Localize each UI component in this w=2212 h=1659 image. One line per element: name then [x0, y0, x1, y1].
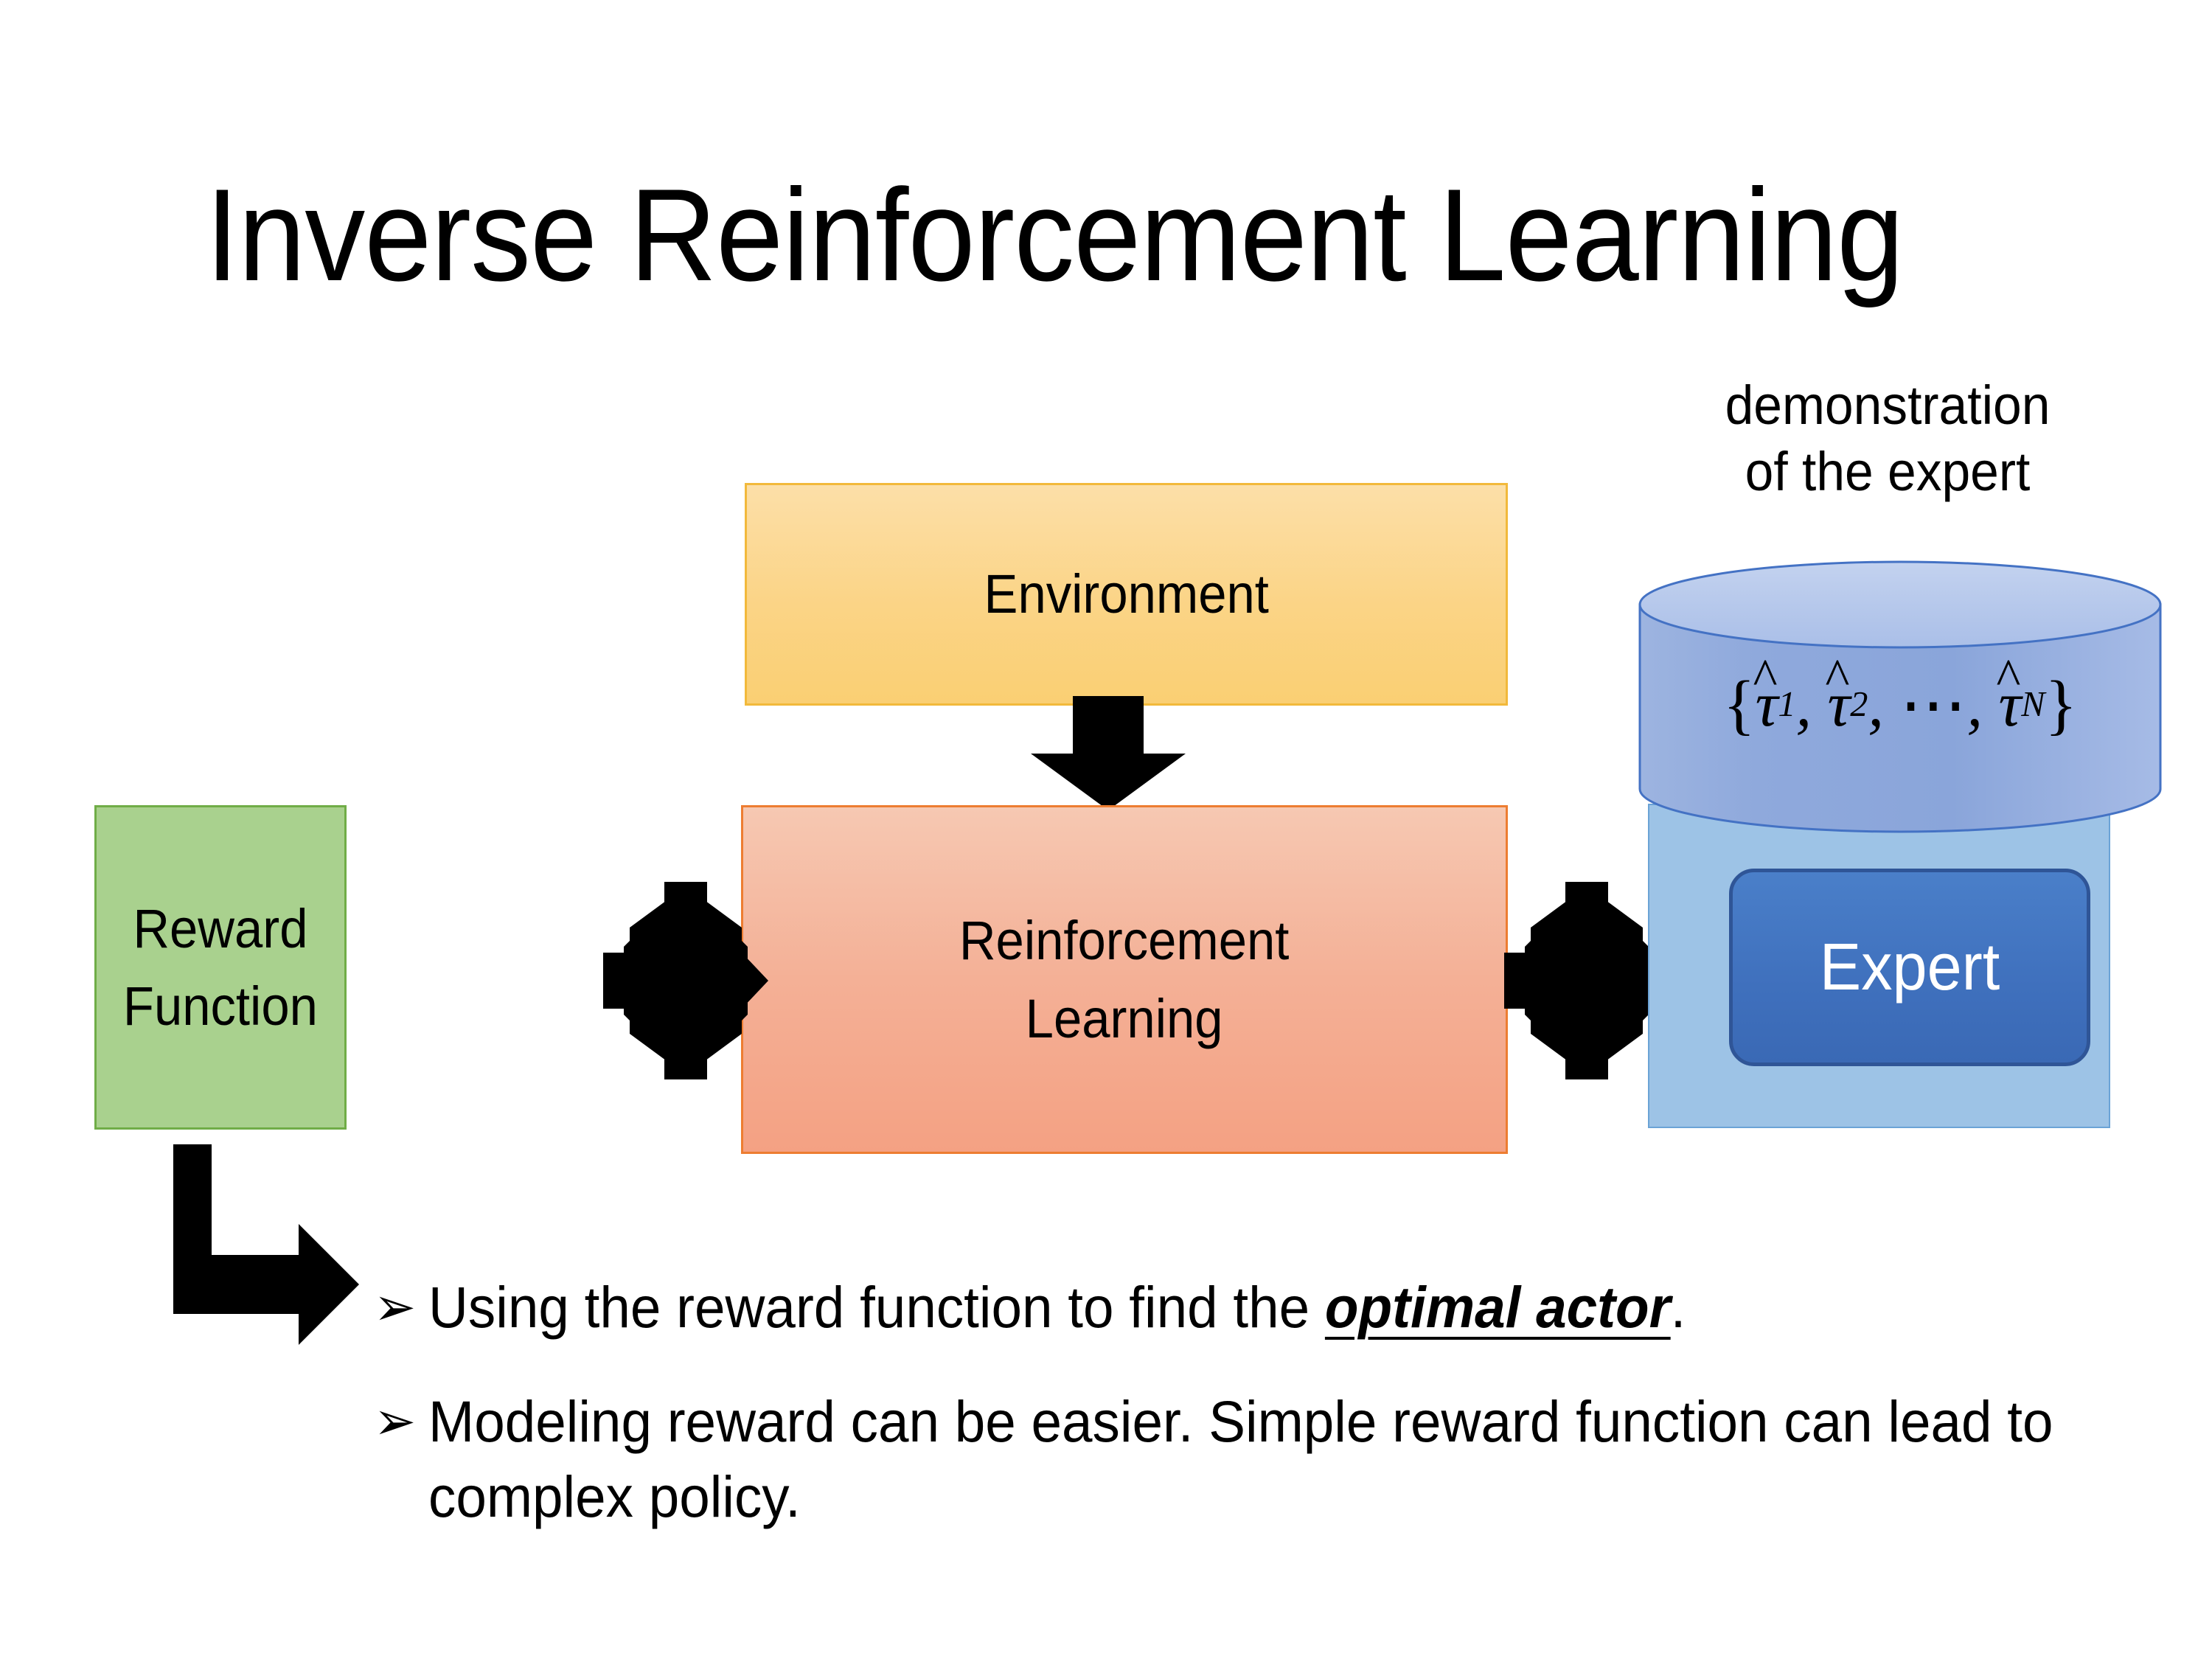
formula-hat-n: ^ — [1996, 648, 2021, 706]
formula-comma-1: , — [1795, 669, 1812, 740]
formula-ellipsis: ⋯ — [1899, 667, 1967, 742]
environment-box[interactable]: Environment — [745, 483, 1508, 706]
reinforcement-learning-box[interactable]: Reinforcement Learning — [741, 805, 1508, 1154]
trajectory-database-cylinder-icon — [1638, 560, 2162, 833]
bullet-text-1: Using the reward function to find the op… — [428, 1270, 2069, 1346]
bullet-2-pre: Modeling reward can be easier. Simple re… — [428, 1388, 2053, 1530]
bullet-1-post: . — [1670, 1274, 1686, 1340]
list-item: ➢ Modeling reward can be easier. Simple … — [372, 1384, 2164, 1535]
rl-label-line2: Learning — [1026, 987, 1223, 1049]
reinforcement-learning-box-label: Reinforcement Learning — [959, 902, 1290, 1057]
formula-sub-2: 2 — [1850, 684, 1868, 724]
formula-tau-n: ^τ — [1996, 652, 2022, 741]
formula-sub-n: N — [2021, 684, 2045, 724]
reward-function-box-label: Reward Function — [123, 890, 318, 1045]
environment-box-label: Environment — [984, 563, 1269, 625]
reward-label-line2: Function — [123, 975, 318, 1037]
page-title: Inverse Reinforcement Learning — [205, 161, 1905, 308]
formula-sub-1: 1 — [1778, 684, 1796, 724]
arrow-rl-to-expert-icon — [1504, 882, 1669, 1079]
expert-box-label: Expert — [1819, 930, 2000, 1004]
rl-label-line1: Reinforcement — [959, 910, 1290, 972]
bullet-1-pre: Using the reward function to find the — [428, 1274, 1325, 1340]
formula-close-brace: } — [2045, 667, 2078, 742]
reward-function-box[interactable]: Reward Function — [94, 805, 347, 1130]
formula-open-brace: { — [1722, 667, 1756, 742]
expert-box[interactable]: Expert — [1729, 869, 2090, 1066]
bullet-list: ➢ Using the reward function to find the … — [372, 1270, 2164, 1573]
bullet-1-emphasis: optimal actor — [1324, 1274, 1671, 1340]
formula-comma-2: , — [1868, 669, 1884, 740]
bullet-marker-icon: ➢ — [373, 1391, 417, 1451]
bullet-text-2: Modeling reward can be easier. Simple re… — [428, 1384, 2069, 1535]
arrow-reward-to-bullets-icon — [173, 1144, 387, 1358]
formula-tau-2: ^τ — [1825, 652, 1851, 741]
reward-label-line1: Reward — [133, 897, 308, 959]
formula-hat-2: ^ — [1825, 648, 1850, 706]
demonstration-caption: demonstration of the expert — [1638, 372, 2138, 506]
formula-tau-glyph-2: τ — [1827, 669, 1851, 740]
formula-hat-1: ^ — [1753, 648, 1778, 706]
formula-tau-1: ^τ — [1753, 652, 1778, 741]
demonstration-caption-line2: of the expert — [1745, 441, 2031, 503]
bullet-marker-icon: ➢ — [373, 1278, 417, 1337]
arrow-reward-to-rl-icon — [603, 882, 768, 1079]
formula-tau-glyph-1: τ — [1755, 669, 1778, 740]
demonstration-caption-line1: demonstration — [1725, 375, 2051, 436]
arrow-environment-to-rl-icon — [1031, 696, 1186, 810]
formula-tau-glyph-n: τ — [1998, 669, 2022, 740]
formula-comma-3: , — [1966, 669, 1983, 740]
list-item: ➢ Using the reward function to find the … — [372, 1270, 2164, 1346]
